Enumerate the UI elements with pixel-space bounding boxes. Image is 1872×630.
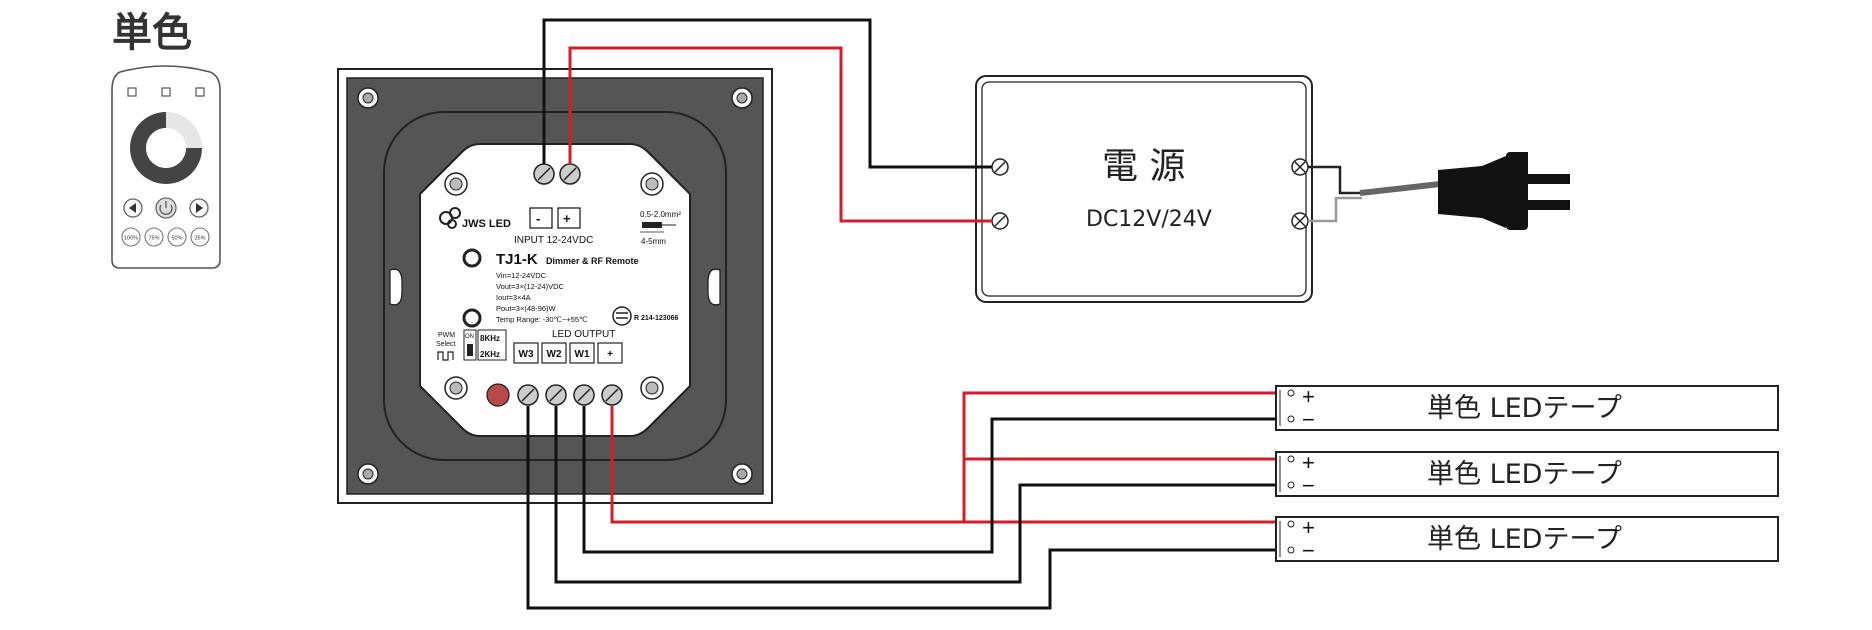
freq-high-label: 8KHz <box>480 334 500 343</box>
strip-minus-label: − <box>1302 473 1315 498</box>
output-w3-wire <box>526 406 1290 610</box>
output-channel-label: W2 <box>547 349 562 360</box>
diagram-title: 単色 <box>112 10 192 56</box>
remote-level-button <box>121 227 141 247</box>
certification-mark-icon <box>612 306 632 326</box>
strip-plus-label: + <box>1302 515 1315 540</box>
brand-logo-icon <box>439 207 461 229</box>
wiring <box>526 18 1290 610</box>
dip-switch-on-label: ON <box>465 334 474 340</box>
brand-name: JWS LED <box>462 218 511 230</box>
led-strip: +− 単色 LEDテープ <box>1275 450 1779 498</box>
model-description: Dimmer & RF Remote <box>546 256 639 266</box>
pwm-label: PWM <box>438 332 455 339</box>
remote-zone-1-icon <box>127 87 137 97</box>
controller-module: JWS LED - + INPUT 12-24VDC 0.5-2.0mm² 4-… <box>419 143 691 437</box>
input-voltage-label: INPUT 12-24VDC <box>514 235 593 246</box>
remote-level-button <box>167 227 187 247</box>
remote-level-button <box>190 227 210 247</box>
strip-minus-label: − <box>1302 407 1315 432</box>
led-output-label: LED OUTPUT <box>552 329 615 340</box>
input-positive-wire <box>568 46 992 223</box>
input-plus-label: + <box>563 211 571 226</box>
input-negative-wire <box>542 18 992 169</box>
remote-level-label: 50% <box>171 236 182 242</box>
psu-voltage: DC12V/24V <box>1086 207 1212 232</box>
pwm-select-label: Select <box>436 341 456 348</box>
spec-line: Vout=3×(12-24)VDC <box>496 282 565 291</box>
output-w1-wire <box>582 406 1290 554</box>
strip-plus-label: + <box>1302 384 1315 409</box>
output-w2-wire <box>554 406 1290 584</box>
remote-level-button <box>144 227 164 247</box>
psu-label: 電 源 <box>1102 146 1185 187</box>
pwm-dip-switch <box>467 344 473 356</box>
spec-line: Vin=12-24VDC <box>496 271 547 280</box>
panel-screw-icon <box>357 87 753 485</box>
power-supply: 電 源 DC12V/24V <box>975 75 1313 303</box>
remote-zone-2-icon <box>161 87 171 97</box>
input-minus-label: - <box>536 211 540 226</box>
remote-level-label: 100% <box>124 236 138 242</box>
module-screw-icon <box>444 172 664 400</box>
spec-line: Temp Range: -30℃~+55℃ <box>496 315 588 324</box>
mount-hole-icon <box>462 308 482 328</box>
mount-hole-icon <box>462 248 482 268</box>
strip-minus-label: − <box>1302 538 1315 563</box>
certification-number: R 214-123066 <box>634 315 678 322</box>
strip-label: 単色 LEDテープ <box>1427 393 1622 424</box>
status-led <box>486 383 510 407</box>
model-name: TJ1-K <box>496 251 538 268</box>
freq-low-label: 2KHz <box>480 350 500 359</box>
strip-label: 単色 LEDテープ <box>1427 459 1622 490</box>
led-strip: +− 単色 LEDテープ <box>1275 384 1779 432</box>
led-strip: +− 単色 LEDテープ <box>1275 515 1779 563</box>
remote-level-label: 75% <box>148 236 159 242</box>
strip-plus-label: + <box>1302 450 1315 475</box>
remote-level-label: 25% <box>194 236 205 242</box>
wire-strip-icon <box>642 222 662 228</box>
strip-length-label: 4-5mm <box>641 237 666 246</box>
rf-remote: 100% 75% 50% 25% <box>111 65 221 269</box>
output-channel-label: W1 <box>575 349 590 360</box>
ac-plug-icon <box>1308 152 1570 230</box>
strip-label: 単色 LEDテープ <box>1427 524 1622 555</box>
remote-zone-3-icon <box>195 87 205 97</box>
output-channel-label: W3 <box>519 349 534 360</box>
wire-gauge-label: 0.5-2.0mm² <box>640 210 681 219</box>
led-strips: +−単色 LEDテープ+−単色 LEDテープ+−単色 LEDテープ <box>1275 384 1779 563</box>
output-channel-label: + <box>607 349 613 360</box>
spec-line: Iout=3×4A <box>496 293 531 302</box>
pwm-wave-icon <box>437 351 454 361</box>
spec-line: Pout=3×(48-96)W <box>496 304 557 313</box>
